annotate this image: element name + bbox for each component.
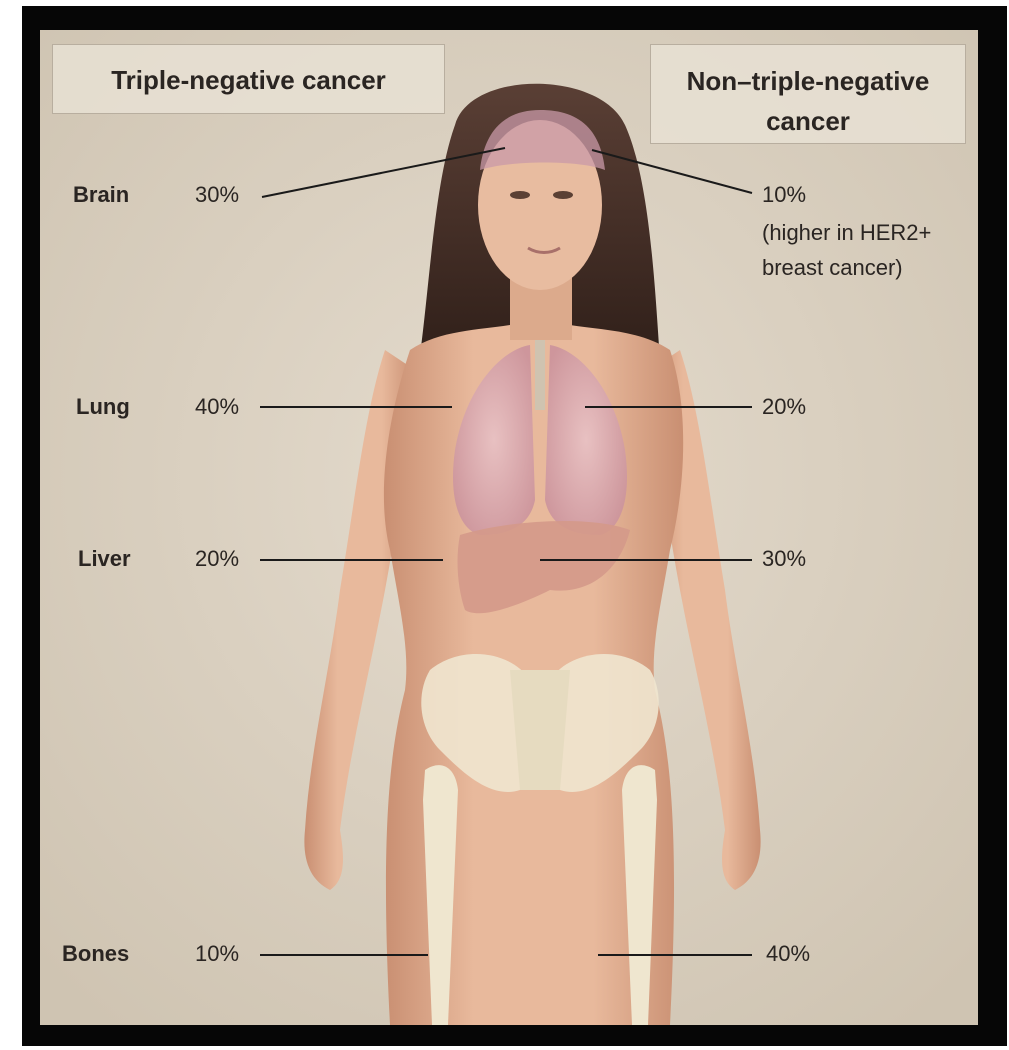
triple-negative-header: Triple-negative cancer	[52, 44, 445, 114]
her2-note-line1: (higher in HER2+	[762, 215, 931, 250]
triple-negative-lung-percent: 40%	[195, 394, 239, 420]
organ-label-brain: Brain	[73, 182, 129, 208]
sacrum	[510, 670, 570, 790]
non-triple-negative-header-line1: Non–triple-negative	[651, 61, 965, 101]
organ-label-liver: Liver	[78, 546, 131, 572]
trachea	[535, 340, 545, 410]
non-triple-negative-header: Non–triple-negative cancer	[650, 44, 966, 144]
organ-label-lung: Lung	[76, 394, 130, 420]
her2-note: (higher in HER2+ breast cancer)	[762, 215, 931, 285]
non-triple-negative-bones-percent: 40%	[766, 941, 810, 967]
triple-negative-header-text: Triple-negative cancer	[111, 65, 386, 95]
non-triple-negative-liver-percent: 30%	[762, 546, 806, 572]
anatomy-illustration	[40, 30, 978, 1025]
non-triple-negative-lung-percent: 20%	[762, 394, 806, 420]
organ-label-bones: Bones	[62, 941, 129, 967]
body-illustration	[40, 30, 978, 1025]
triple-negative-bones-percent: 10%	[195, 941, 239, 967]
triple-negative-liver-percent: 20%	[195, 546, 239, 572]
her2-note-line2: breast cancer)	[762, 250, 931, 285]
non-triple-negative-brain-percent: 10%	[762, 182, 806, 208]
non-triple-negative-header-line2: cancer	[651, 101, 965, 141]
triple-negative-brain-percent: 30%	[195, 182, 239, 208]
